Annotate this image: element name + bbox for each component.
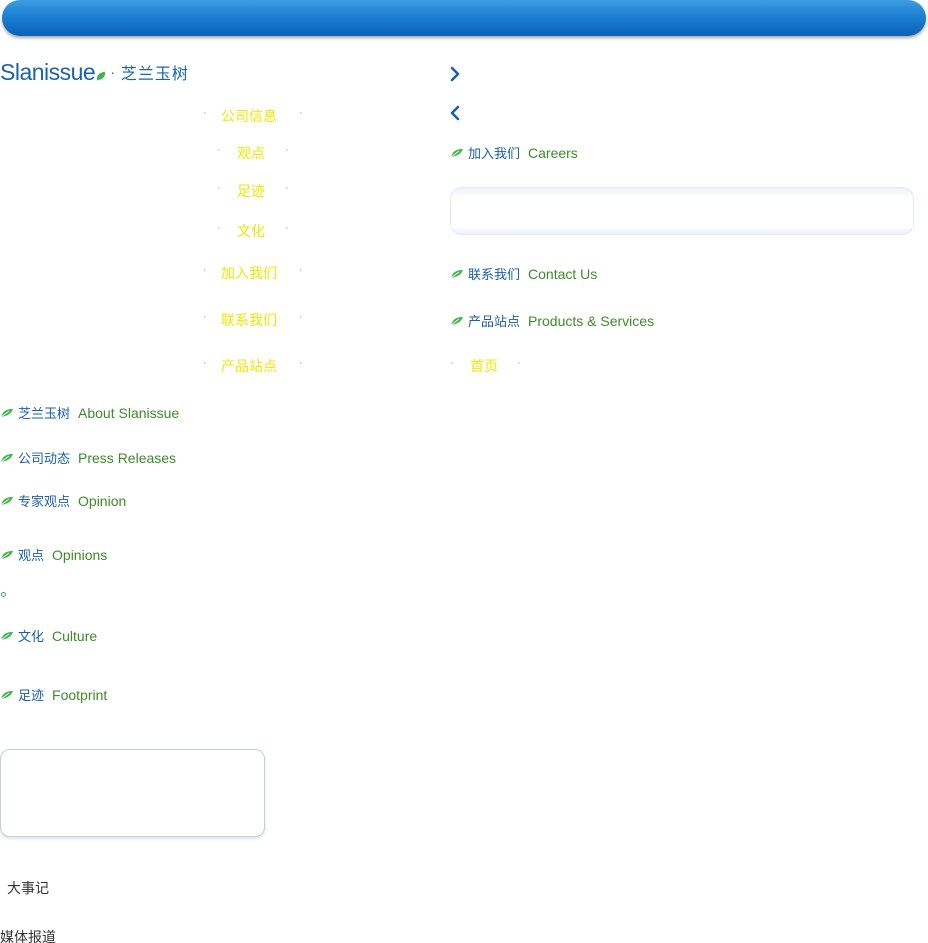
menu-separator: · — [450, 357, 454, 369]
menu-separator: · — [203, 107, 207, 119]
link-label-cn: 产品站点 — [468, 314, 521, 329]
chevron-right-icon[interactable] — [448, 65, 462, 83]
menu-item-home[interactable]: 首页 — [470, 358, 498, 374]
rounded-panel-body — [451, 196, 913, 228]
menu-item-company-info[interactable]: 公司信息 — [221, 108, 277, 124]
menu-item-product-sites[interactable]: 产品站点 — [221, 358, 277, 374]
left-link-opinions[interactable]: 观点 Opinions — [0, 545, 107, 564]
menu-separator: · — [203, 357, 207, 369]
menu-separator: · — [517, 357, 521, 369]
chevron-left-icon[interactable] — [448, 104, 462, 122]
link-label-cn: 足迹 — [18, 688, 45, 703]
link-label-cn: 加入我们 — [468, 146, 521, 161]
menu-separator: · — [299, 107, 303, 119]
menu-separator: · — [203, 264, 207, 276]
menu-separator: · — [299, 357, 303, 369]
link-label-cn: 芝兰玉树 — [18, 406, 71, 421]
site-logo[interactable]: Slanissue · 芝兰玉树 — [0, 58, 189, 86]
link-label-cn: 公司动态 — [18, 451, 71, 466]
menu-separator: · — [285, 182, 289, 194]
left-link-expert-opinion[interactable]: 专家观点 Opinion — [0, 491, 126, 510]
leaf-bullet-icon — [0, 453, 13, 462]
menu-item-join-us[interactable]: 加入我们 — [221, 265, 277, 281]
left-link-press[interactable]: 公司动态 Press Releases — [0, 448, 176, 467]
content-card — [0, 749, 265, 837]
link-label-cn: 专家观点 — [18, 494, 71, 509]
menu-item-culture[interactable]: 文化 — [237, 223, 265, 239]
leaf-bullet-icon — [0, 496, 13, 505]
right-link-contact[interactable]: 联系我们 Contact Us — [450, 264, 597, 283]
link-milestones[interactable]: 大事记 — [7, 880, 49, 896]
logo-separator-dot: · — [110, 64, 115, 80]
right-link-products[interactable]: 产品站点 Products & Services — [450, 311, 654, 330]
menu-item-opinions[interactable]: 观点 — [237, 145, 265, 161]
menu-separator: · — [299, 264, 303, 276]
leaf-bullet-icon — [0, 631, 13, 640]
logo-leaf-icon — [95, 71, 107, 81]
menu-separator: · — [285, 144, 289, 156]
link-label-cn: 联系我们 — [468, 267, 521, 282]
small-bullet-dot — [1, 592, 6, 597]
leaf-bullet-icon — [0, 408, 13, 417]
link-label-en: Contact Us — [528, 265, 598, 282]
link-label-en: Opinion — [78, 492, 127, 509]
logo-english-text: Slanissue — [0, 58, 96, 85]
right-link-careers[interactable]: 加入我们 Careers — [450, 143, 578, 162]
link-label-en: Careers — [528, 144, 578, 161]
leaf-bullet-icon — [0, 690, 13, 699]
menu-item-footprint[interactable]: 足迹 — [237, 183, 265, 199]
menu-separator: · — [203, 311, 207, 323]
link-label-cn: 观点 — [18, 548, 45, 563]
leaf-bullet-icon — [450, 148, 463, 157]
link-label-cn: 文化 — [18, 629, 45, 644]
link-label-en: Footprint — [52, 686, 108, 703]
menu-separator: · — [285, 222, 289, 234]
link-media-coverage[interactable]: 媒体报道 — [0, 929, 56, 943]
leaf-bullet-icon — [450, 316, 463, 325]
link-label-en: About Slanissue — [78, 404, 180, 421]
leaf-bullet-icon — [0, 550, 13, 559]
link-label-en: Culture — [52, 627, 98, 644]
link-label-en: Opinions — [52, 546, 108, 563]
menu-item-contact-us[interactable]: 联系我们 — [221, 312, 277, 328]
menu-separator: · — [217, 222, 221, 234]
link-label-en: Products & Services — [528, 312, 655, 329]
rounded-panel — [450, 187, 914, 235]
top-banner-bar — [2, 0, 926, 36]
logo-chinese-text: 芝兰玉树 — [120, 64, 189, 83]
left-link-culture[interactable]: 文化 Culture — [0, 626, 97, 645]
menu-separator: · — [217, 182, 221, 194]
left-link-footprint[interactable]: 足迹 Footprint — [0, 685, 107, 704]
leaf-bullet-icon — [450, 269, 463, 278]
link-label-en: Press Releases — [78, 449, 177, 466]
left-link-about[interactable]: 芝兰玉树 About Slanissue — [0, 403, 179, 422]
menu-separator: · — [299, 311, 303, 323]
menu-separator: · — [217, 144, 221, 156]
